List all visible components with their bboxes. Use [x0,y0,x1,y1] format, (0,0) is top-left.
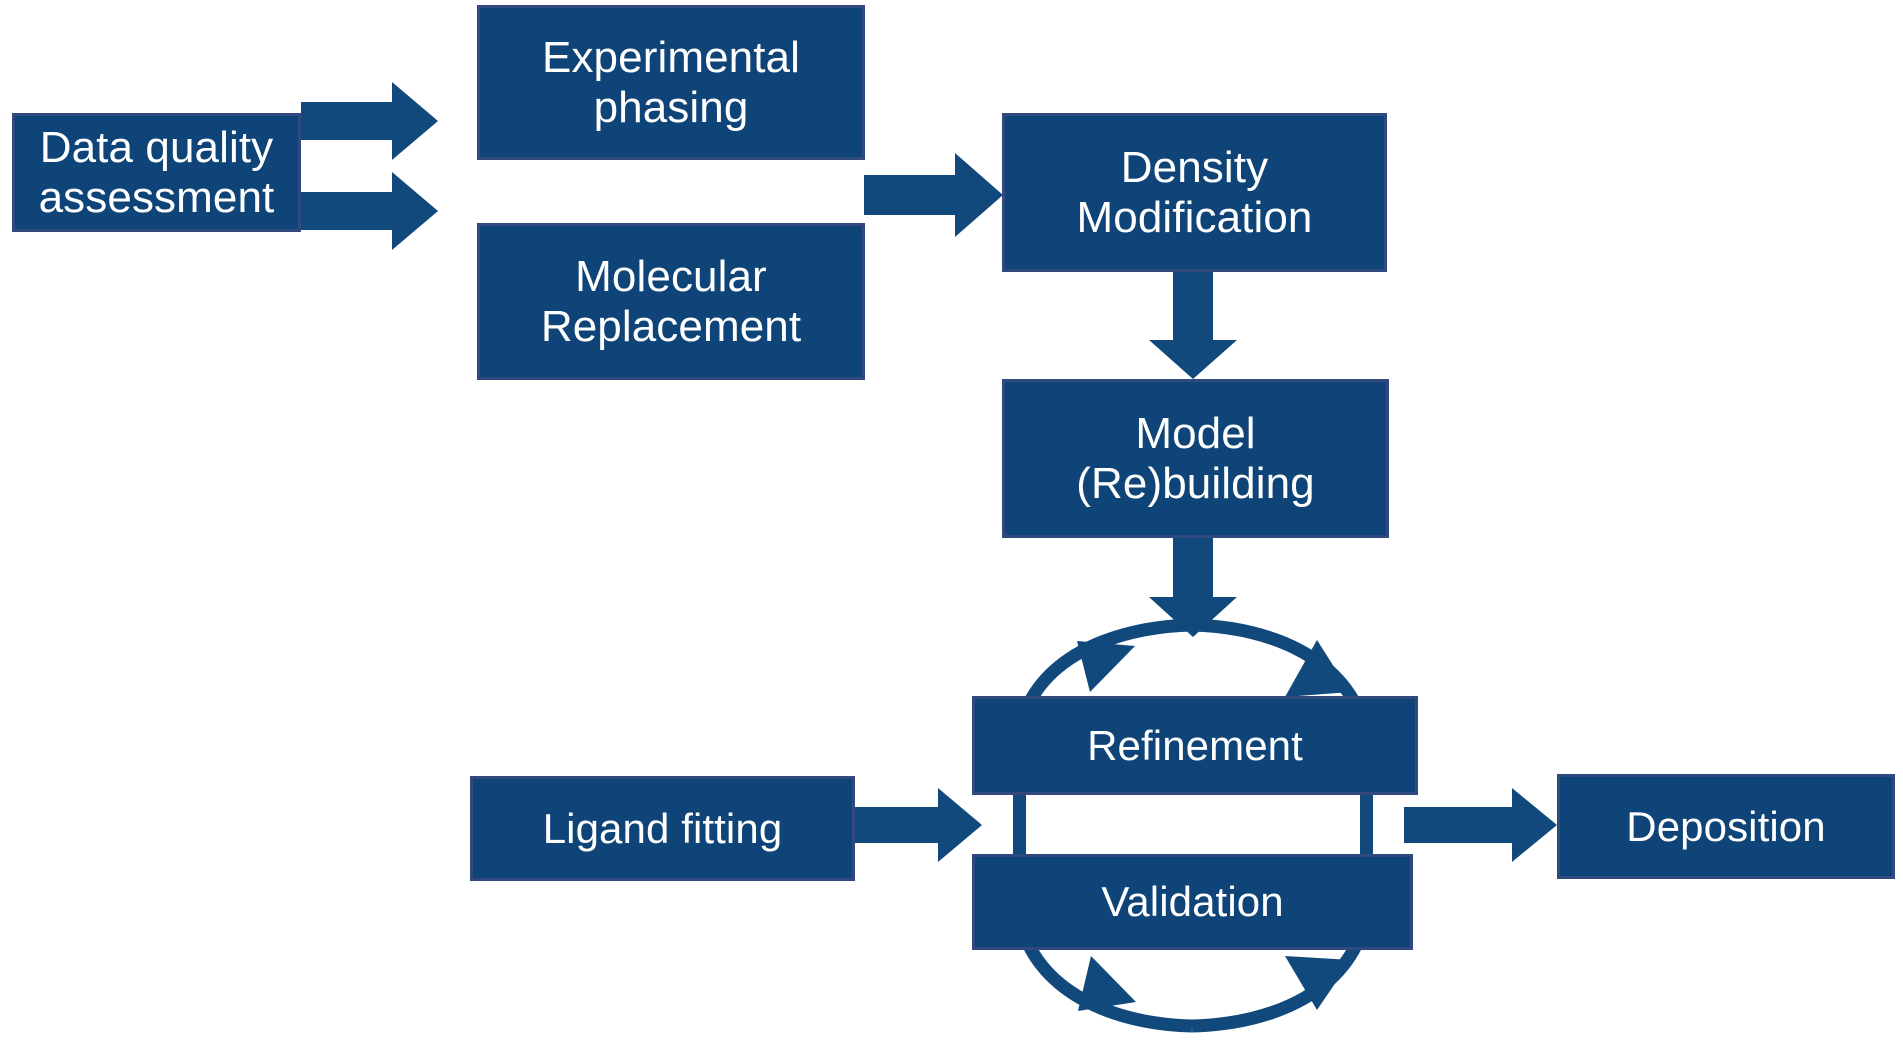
node-ligand-fitting[interactable]: Ligand fitting [470,776,855,881]
arrow-density-mod-to-model-rebuilding [1149,272,1237,379]
node-validation[interactable]: Validation [972,854,1413,950]
node-model-rebuilding[interactable]: Model (Re)building [1002,379,1389,538]
node-data-quality-assessment[interactable]: Data quality assessment [12,113,301,232]
arrow-cycle-to-deposition [1404,788,1557,862]
arrow-ligand-fitting-to-cycle [855,788,982,862]
node-label-deposition: Deposition [1626,802,1826,850]
node-density-modification[interactable]: Density Modification [1002,113,1387,272]
node-label-density-modification: Density Modification [1076,142,1313,242]
node-label-model-rebuilding: Model (Re)building [1076,408,1315,508]
circular-cycle-arrows [1013,618,1372,1033]
node-label-data-quality-assessment: Data quality assessment [38,122,275,222]
node-label-validation: Validation [1101,878,1284,926]
node-label-experimental-phasing: Experimental phasing [542,32,800,132]
node-label-ligand-fitting: Ligand fitting [542,804,783,852]
cycle-ring-right-edge [1360,795,1373,855]
node-molecular-replacement[interactable]: Molecular Replacement [477,223,865,380]
node-label-molecular-replacement: Molecular Replacement [540,251,802,351]
node-label-refinement: Refinement [1087,721,1303,769]
arrow-model-rebuilding-to-cycle [1149,538,1237,637]
node-experimental-phasing[interactable]: Experimental phasing [477,5,865,160]
cycle-ring-left-edge [1013,795,1026,855]
node-refinement[interactable]: Refinement [972,696,1418,795]
arrow-data-quality-to-exp-phasing [301,82,438,160]
arrow-phasing-to-density-mod [864,153,1003,237]
arrow-data-quality-to-mol-replacement [301,172,438,250]
node-deposition[interactable]: Deposition [1557,774,1895,879]
